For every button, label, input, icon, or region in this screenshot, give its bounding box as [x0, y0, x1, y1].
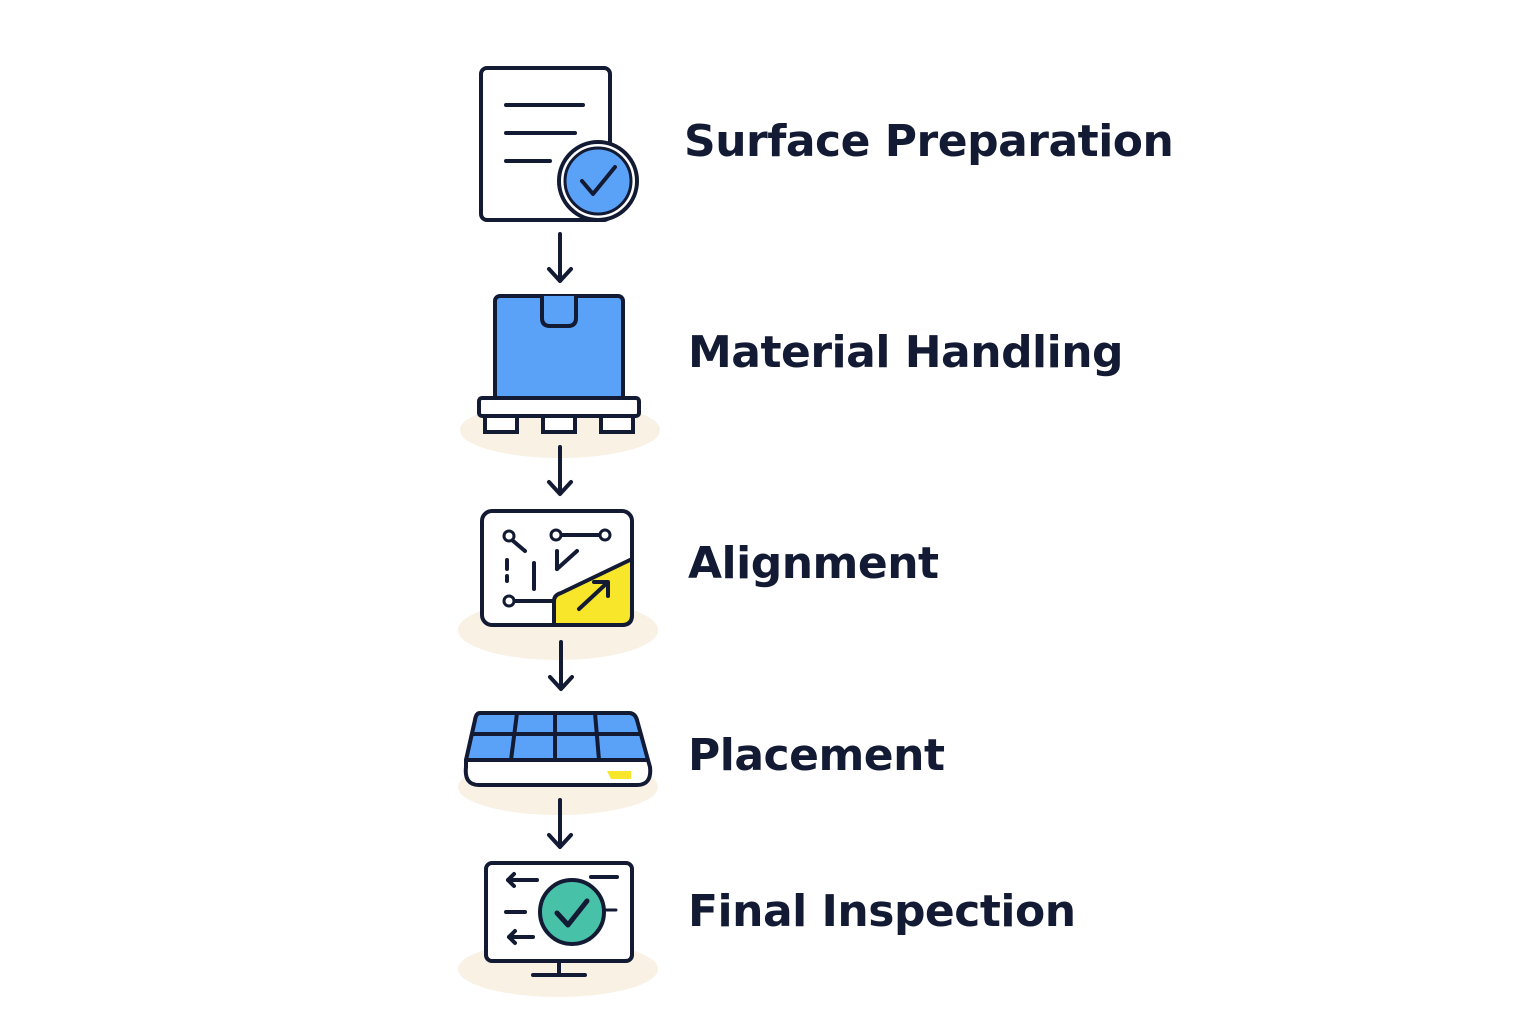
- alignment-board-icon: [458, 509, 658, 660]
- document-check-icon: [479, 66, 639, 222]
- arrow-down-icon: [547, 232, 573, 283]
- step-label-placement: Placement: [688, 730, 945, 781]
- monitor-check-icon: [458, 861, 658, 997]
- step-label-alignment: Alignment: [688, 538, 939, 589]
- box-on-pallet-icon: [460, 294, 660, 458]
- arrow-down-icon: [548, 640, 574, 691]
- step-label-surface-preparation: Surface Preparation: [684, 116, 1174, 167]
- solar-panel-icon: [458, 711, 658, 815]
- arrow-down-icon: [547, 798, 573, 849]
- step-label-final-inspection: Final Inspection: [688, 886, 1076, 937]
- arrow-down-icon: [547, 445, 573, 496]
- step-label-material-handling: Material Handling: [688, 327, 1124, 378]
